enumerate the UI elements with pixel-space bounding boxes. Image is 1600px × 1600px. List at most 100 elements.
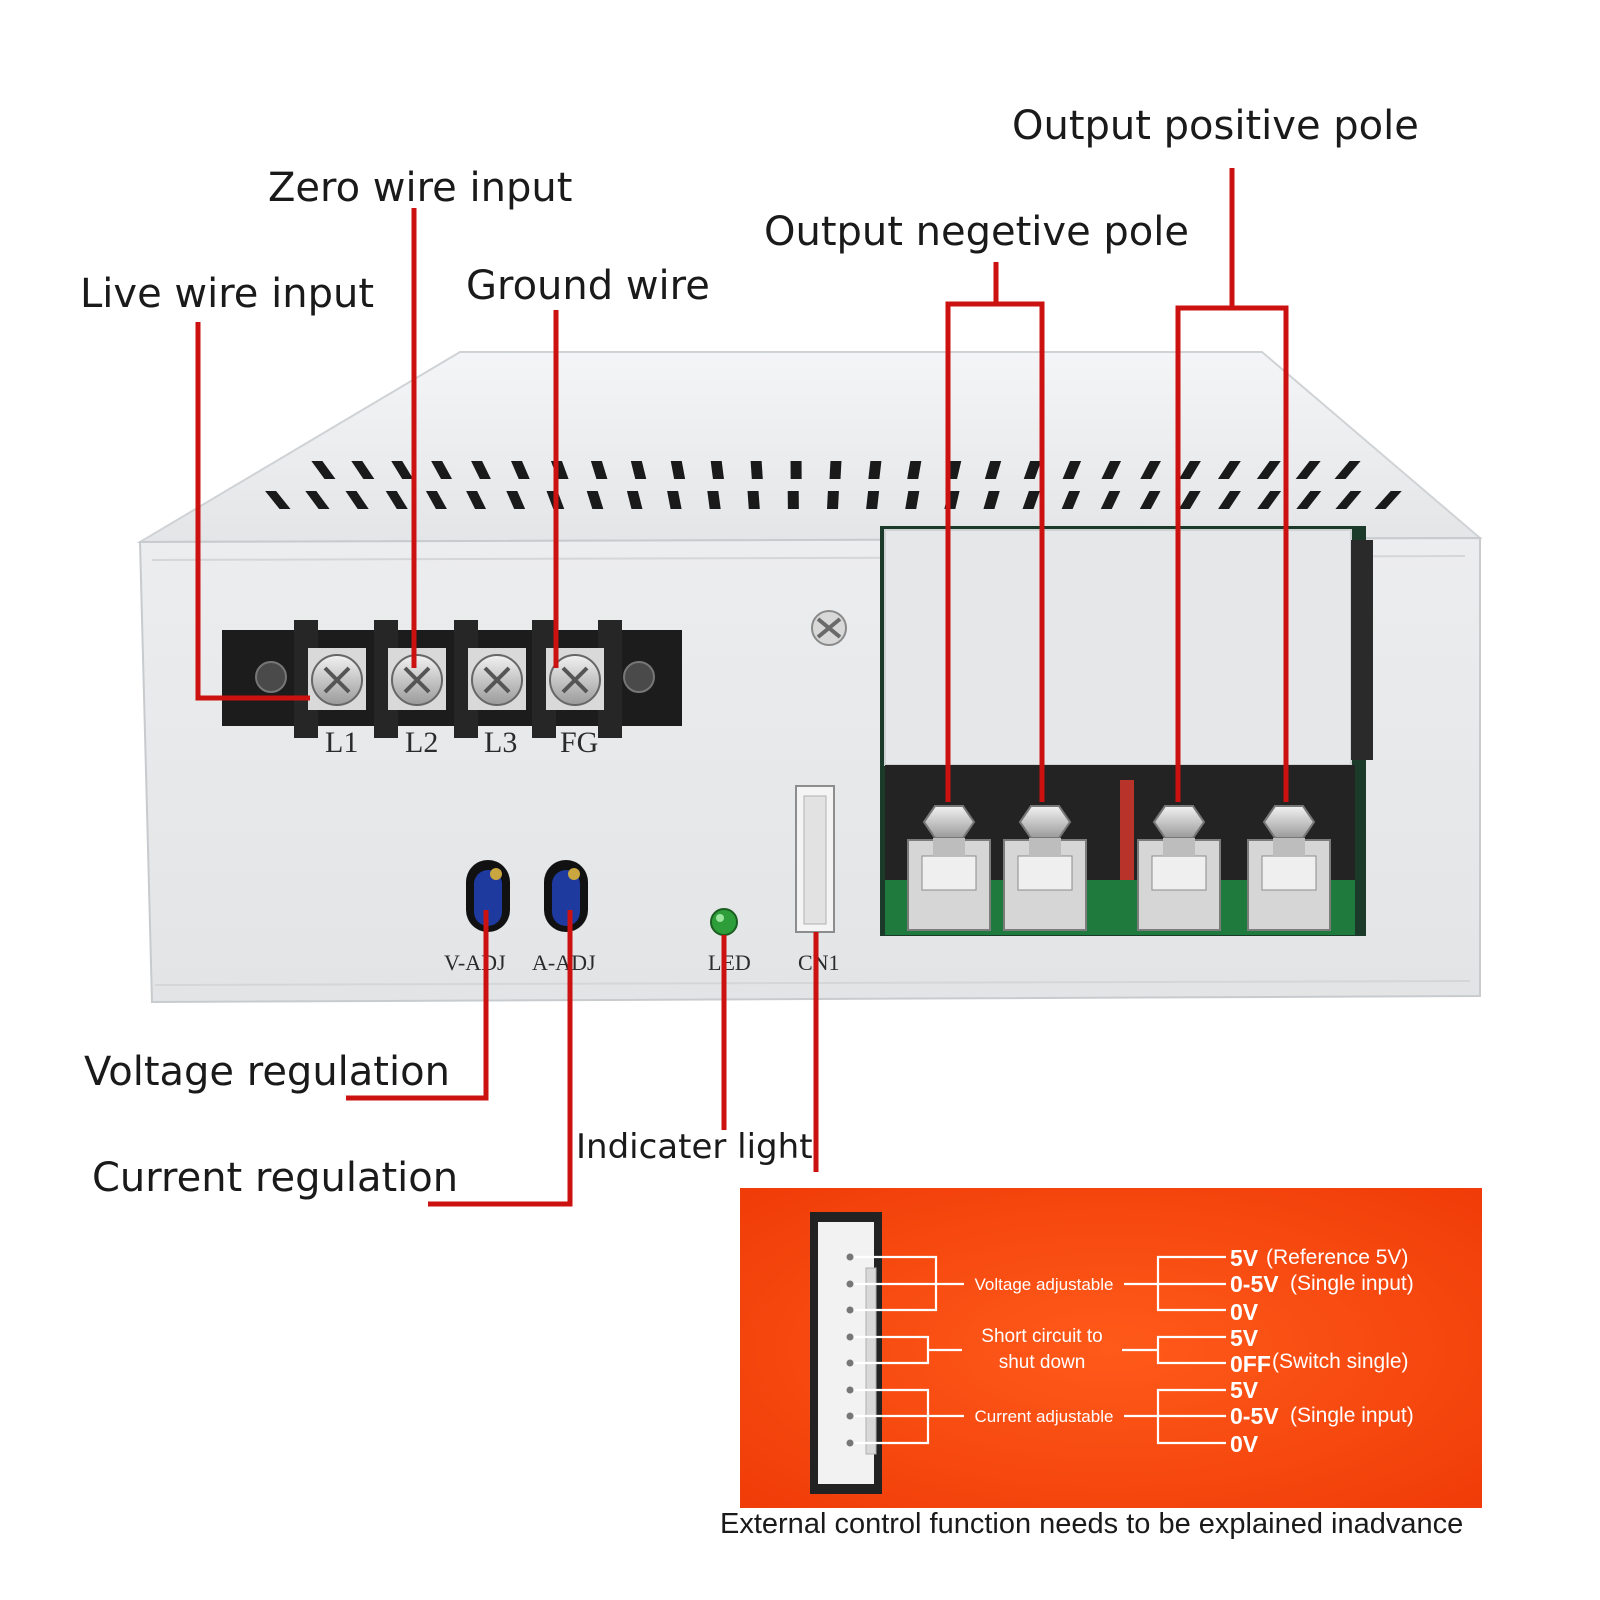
vent-slot xyxy=(905,491,920,509)
vent-slot xyxy=(829,461,842,479)
vent-slot xyxy=(590,461,608,479)
terminal-screw-l1[interactable] xyxy=(308,648,366,710)
terminal-label-l1: L1 xyxy=(325,726,358,759)
voltage-adjust-pot[interactable] xyxy=(466,860,510,932)
chassis-top xyxy=(136,351,1483,544)
level-current-0v: 0V xyxy=(1230,1431,1259,1457)
output-positive-terminal-2[interactable] xyxy=(1247,805,1331,931)
vent-slot xyxy=(1140,461,1161,479)
panel-bracket-lines xyxy=(854,1255,1226,1445)
external-control-caption: External control function needs to be ex… xyxy=(720,1508,1464,1540)
label-live-wire-input: Live wire input xyxy=(80,271,375,317)
output-positive-terminal-1[interactable] xyxy=(1137,805,1221,931)
callout-line-negative xyxy=(945,262,999,802)
terminal-screw-l2[interactable] xyxy=(388,648,446,710)
vent-slot xyxy=(1256,461,1281,479)
vent-slot xyxy=(506,491,526,509)
note-current-single: (Single input) xyxy=(1290,1404,1414,1427)
vent-slot xyxy=(1257,491,1282,509)
chassis-screw xyxy=(811,610,847,646)
vent-slot xyxy=(1296,491,1322,509)
vent-slot xyxy=(351,461,375,479)
vent-slot xyxy=(866,491,880,509)
output-section xyxy=(880,526,1373,936)
output-negative-terminal-1[interactable] xyxy=(907,805,991,931)
vent-slot xyxy=(827,491,839,509)
vent-slot xyxy=(1062,461,1082,479)
vent-slot xyxy=(1023,461,1042,479)
vent-slot xyxy=(1335,491,1362,509)
vent-slot xyxy=(1374,491,1402,509)
callout-line-negative-2 xyxy=(996,301,1045,802)
function-short-circuit-line2: shut down xyxy=(999,1352,1086,1373)
vent-slot xyxy=(787,491,799,509)
label-voltage-regulation: Voltage regulation xyxy=(84,1049,450,1095)
output-terminals xyxy=(907,805,1331,931)
led-label: LED xyxy=(708,950,751,975)
vent-slot xyxy=(391,461,414,479)
vent-slot xyxy=(1218,491,1241,509)
vent-slot xyxy=(1101,461,1122,479)
current-adjust-pot[interactable] xyxy=(544,860,588,932)
callout-lines xyxy=(195,168,1289,1207)
vent-slot xyxy=(305,491,330,509)
vent-slot xyxy=(984,461,1002,479)
vent-slot xyxy=(630,461,647,479)
note-voltage-single: (Single input) xyxy=(1290,1272,1414,1295)
vent-slot xyxy=(511,461,530,479)
vent-slot xyxy=(1022,491,1040,509)
a-adj-label: A-ADJ xyxy=(532,950,596,975)
vent-slot xyxy=(425,491,447,509)
input-terminal-block: L1 L2 L3 FG xyxy=(222,620,682,759)
vent-slot xyxy=(626,491,643,509)
vent-slot xyxy=(707,491,721,509)
label-current-regulation: Current regulation xyxy=(92,1155,459,1201)
label-zero-wire-input: Zero wire input xyxy=(268,165,573,211)
vent-slot xyxy=(1334,461,1361,479)
vent-slot xyxy=(1100,491,1121,509)
level-short-off: 0FF xyxy=(1230,1351,1271,1377)
terminal-label-l2: L2 xyxy=(405,726,438,759)
vent-slot xyxy=(311,461,336,479)
output-negative-terminal-2[interactable] xyxy=(1003,805,1087,931)
function-current-adjustable: Current adjustable xyxy=(975,1407,1114,1426)
callout-line-positive-2 xyxy=(1232,305,1289,802)
label-indicator-light: Indicater light xyxy=(576,1127,813,1167)
level-voltage-5v: 5V xyxy=(1230,1245,1259,1271)
function-voltage-adjustable: Voltage adjustable xyxy=(975,1275,1114,1294)
callout-line-positive xyxy=(1175,168,1235,802)
vent-slot xyxy=(1295,461,1321,479)
vent-slot xyxy=(670,461,686,479)
level-short-5v: 5V xyxy=(1230,1325,1259,1351)
vent-slot xyxy=(431,461,453,479)
connector-pins xyxy=(846,1253,854,1447)
terminal-label-fg: FG xyxy=(560,726,598,759)
vent-slot xyxy=(1179,461,1201,479)
vent-slot xyxy=(466,491,487,509)
level-current-0-5v: 0-5V xyxy=(1230,1403,1279,1429)
vent-slot xyxy=(385,491,408,509)
terminal-screws xyxy=(308,648,604,710)
vent-slot xyxy=(750,461,763,479)
cn1-label: CN1 xyxy=(798,950,840,975)
vent-slot xyxy=(1178,491,1201,509)
vent-slot xyxy=(868,461,882,479)
level-voltage-0-5v: 0-5V xyxy=(1230,1271,1279,1297)
cn1-connector[interactable] xyxy=(795,785,835,933)
terminal-screw-l3[interactable] xyxy=(468,648,526,710)
vent-slot xyxy=(790,461,802,479)
vent-slot xyxy=(1061,491,1081,509)
label-ground-wire: Ground wire xyxy=(466,263,710,309)
vent-slot xyxy=(345,491,369,509)
level-voltage-0v: 0V xyxy=(1230,1299,1259,1325)
vent-slot xyxy=(710,461,724,479)
indicator-led xyxy=(710,908,738,936)
callout-line-current xyxy=(428,910,573,1207)
callout-line-voltage xyxy=(346,910,489,1101)
note-short-switch: (Switch single) xyxy=(1272,1350,1409,1373)
level-current-5v: 5V xyxy=(1230,1377,1259,1403)
vent-slot xyxy=(747,491,760,509)
vent-slot xyxy=(907,461,922,479)
vent-slot xyxy=(1217,461,1241,479)
